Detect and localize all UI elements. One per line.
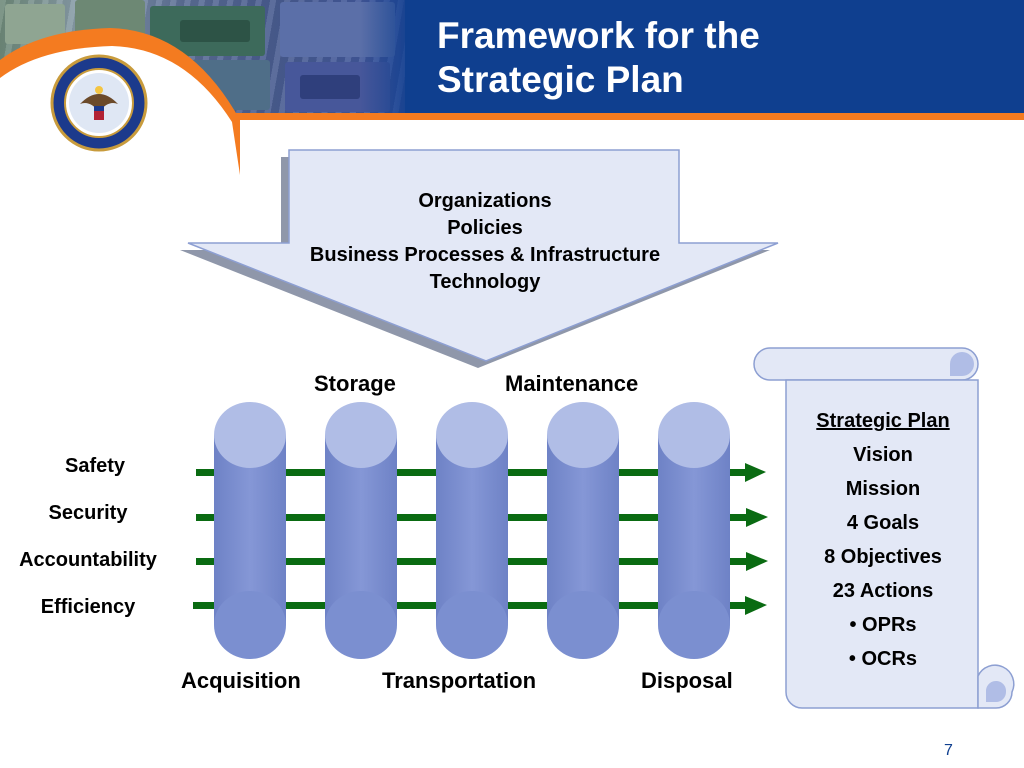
- page-number: 7: [944, 742, 953, 759]
- stage-label-maintenance: Maintenance: [505, 371, 639, 396]
- value-label-security: Security: [48, 502, 128, 524]
- input-item-technology: Technology: [429, 271, 541, 293]
- cylinder-acquisition: [214, 402, 286, 659]
- cylinder-disposal: [658, 402, 730, 659]
- plan-item-goals: 4 Goals: [846, 512, 920, 534]
- input-item-business-processes: Business Processes & Infrastructure: [309, 244, 661, 266]
- plan-item-objectives: 8 Objectives: [824, 546, 942, 568]
- page-title: Framework for the Strategic Plan: [437, 14, 997, 102]
- cylinder-storage: [325, 402, 397, 659]
- strategic-plan-text: Strategic Plan Vision Mission 4 Goals 8 …: [793, 404, 973, 676]
- header-band: [405, 0, 1024, 116]
- title-line-1: Framework for the: [437, 15, 760, 56]
- photo-tile: [180, 20, 250, 42]
- value-label-safety: Safety: [64, 455, 126, 477]
- dod-seal-icon: [50, 54, 148, 152]
- input-arrow-text: Organizations Policies Business Processe…: [270, 188, 700, 296]
- header-fade: [360, 0, 420, 116]
- photo-tile: [300, 75, 360, 99]
- stage-label-acquisition: Acquisition: [181, 668, 301, 693]
- plan-bullet-oprs-label: OPRs: [862, 614, 917, 636]
- value-label-efficiency: Efficiency: [40, 596, 136, 618]
- cylinder-transportation: [436, 402, 508, 659]
- input-item-organizations: Organizations: [418, 190, 552, 212]
- stage-label-disposal: Disposal: [641, 668, 733, 693]
- plan-item-mission: Mission: [845, 478, 921, 500]
- stage-label-transportation: Transportation: [382, 668, 537, 693]
- plan-item-vision: Vision: [853, 444, 913, 466]
- title-line-2: Strategic Plan: [437, 59, 684, 100]
- orange-stripe: [230, 113, 1024, 120]
- plan-item-actions: 23 Actions: [832, 580, 934, 602]
- bullet-icon: •: [848, 648, 862, 670]
- input-item-policies: Policies: [447, 217, 523, 239]
- plan-bullet-ocrs-label: OCRs: [861, 648, 918, 670]
- strategic-plan-heading: Strategic Plan: [816, 410, 950, 432]
- plan-bullet-ocrs: • OCRs: [793, 642, 973, 676]
- plan-bullet-oprs: • OPRs: [793, 608, 973, 642]
- bullet-icon: •: [849, 614, 863, 636]
- stage-label-storage: Storage: [314, 371, 396, 396]
- value-label-accountability: Accountability: [19, 549, 157, 571]
- cylinder-maintenance: [547, 402, 619, 659]
